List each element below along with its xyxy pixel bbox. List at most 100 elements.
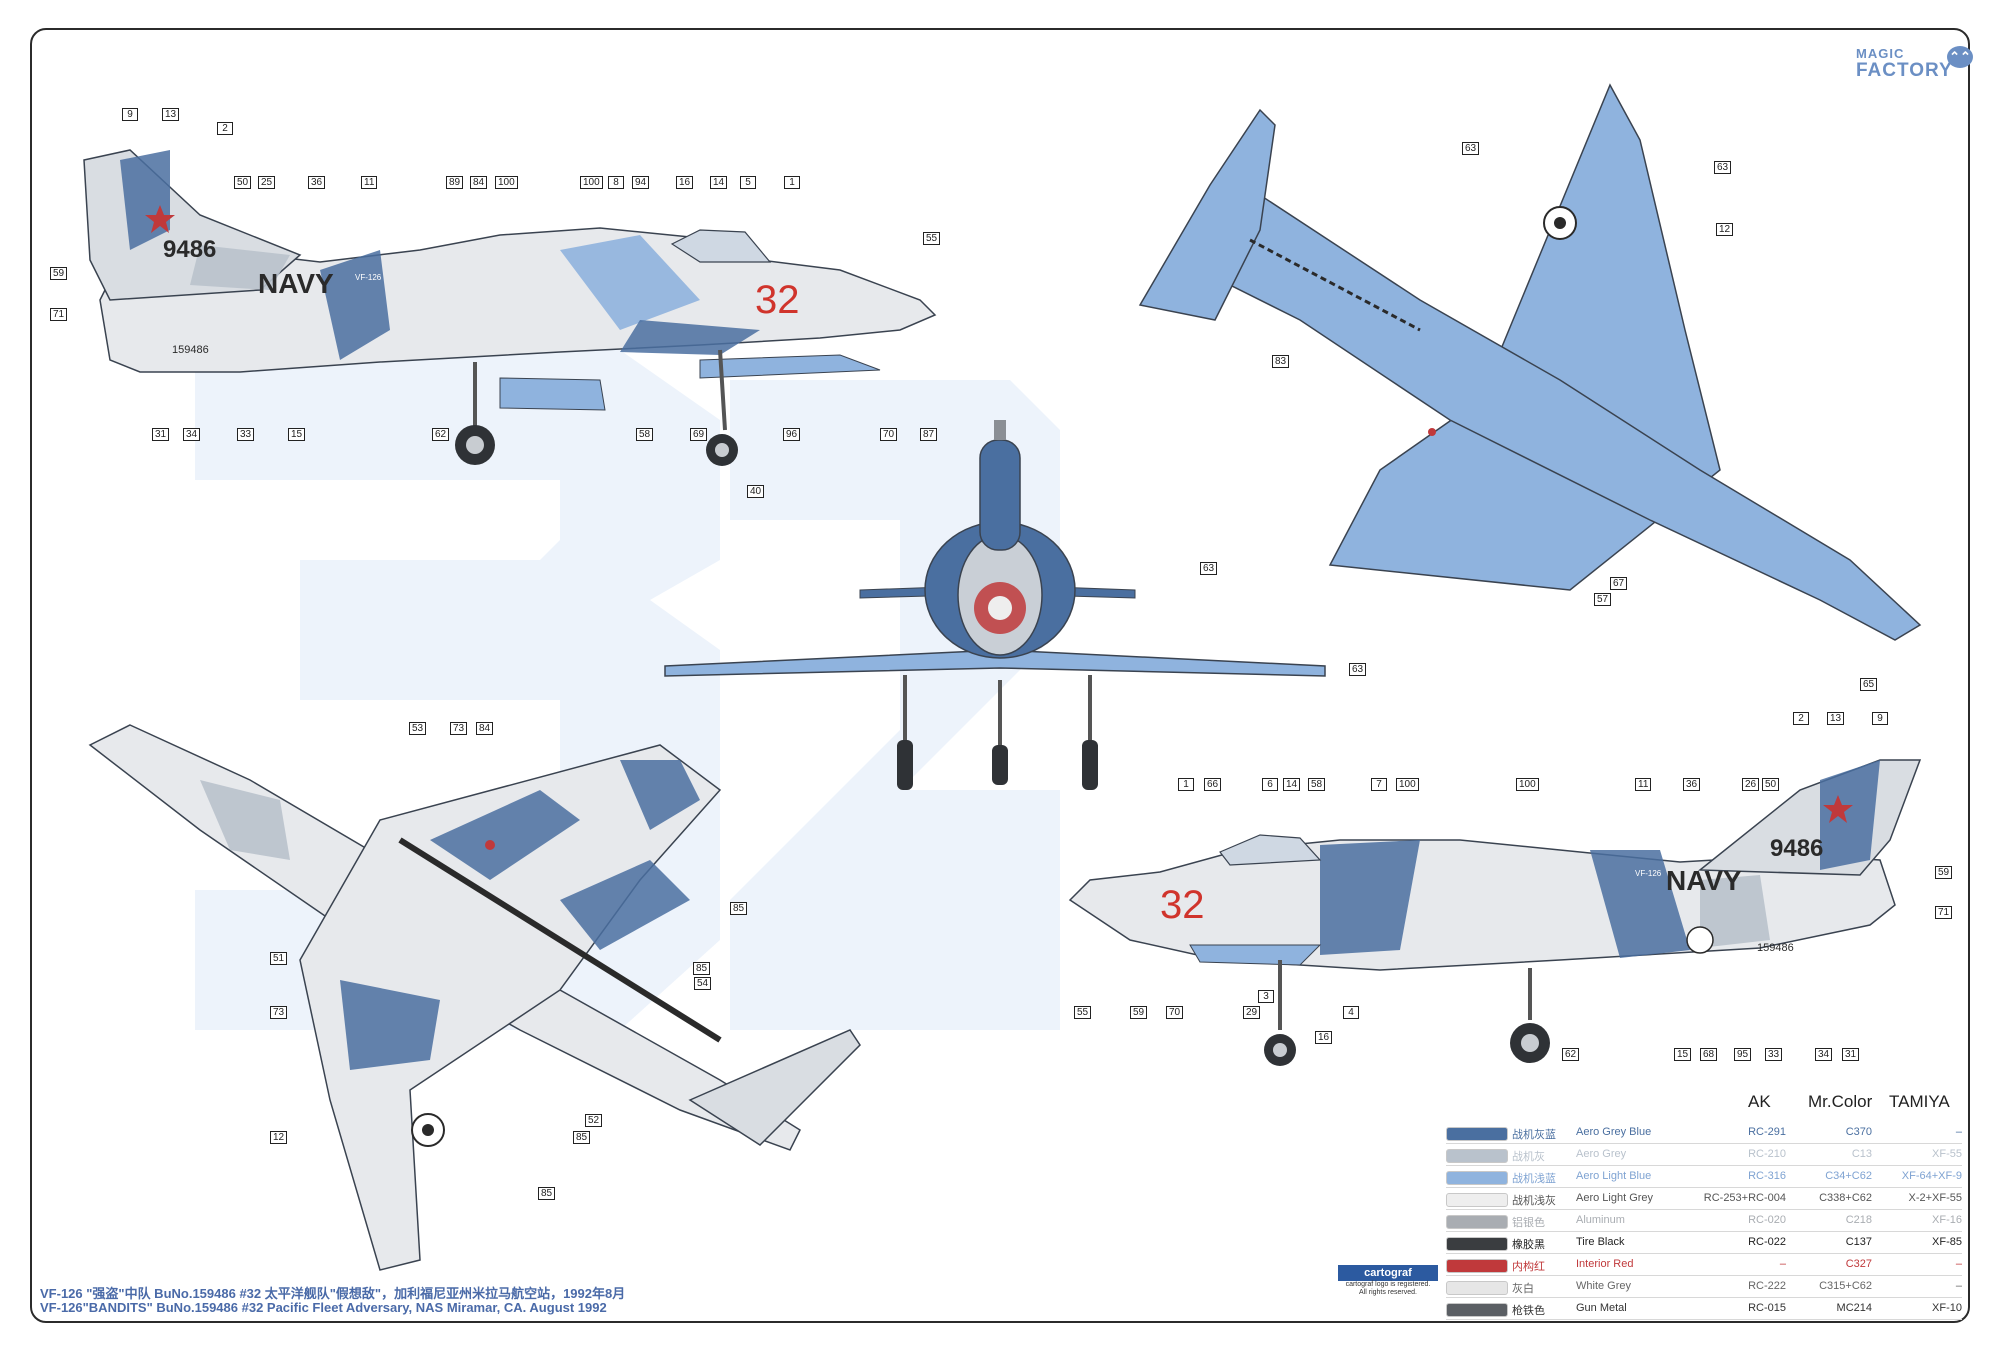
legend-swatch [1446,1215,1508,1229]
cartograf-name: cartograf [1338,1265,1438,1281]
legend-rule [1446,1143,1962,1144]
callout-tag: 84 [476,722,494,735]
legend-swatch [1446,1281,1508,1295]
legend-ak-code: RC-222 [1748,1280,1786,1292]
legend-name-cn: 战机灰 [1512,1151,1545,1163]
legend-rule [1446,1187,1962,1188]
callout-tag: 70 [880,428,898,441]
left-bureau-number: 159486 [172,344,209,356]
callout-tag: 85 [538,1187,556,1200]
right-side-profile [1068,759,1922,1066]
legend-header-mrcolor: Mr.Color [1808,1092,1873,1111]
left-side-profile [83,149,937,466]
legend-swatch [1446,1193,1508,1207]
legend-rule [1446,1253,1962,1254]
callout-tag: 73 [450,722,468,735]
legend-rule [1446,1319,1962,1320]
cartograf-note1: cartograf logo is registered. [1345,1281,1431,1288]
callout-tag: 85 [573,1131,591,1144]
callout-tag: 1 [784,176,800,189]
callout-tag: 59 [1935,866,1953,879]
legend-swatch [1446,1237,1508,1251]
callout-tag: 55 [1074,1006,1092,1019]
callout-tag: 85 [693,962,711,975]
legend-swatch [1446,1303,1508,1317]
callout-tag: 15 [288,428,306,441]
callout-tag: 71 [1935,906,1953,919]
legend-swatch [1446,1259,1508,1273]
legend-name-cn: 战机灰蓝 [1512,1129,1556,1141]
legend-name-cn: 铝银色 [1512,1217,1545,1229]
legend-rule [1446,1275,1962,1276]
callout-tag: 11 [361,176,378,189]
callout-tag: 50 [234,176,252,189]
legend-name-en: Tire Black [1576,1236,1625,1248]
legend-ak-code: RC-253+RC-004 [1703,1192,1786,1204]
callout-tag: 63 [1462,142,1480,155]
callout-tag: 34 [1815,1048,1833,1061]
callout-tag: 94 [632,176,650,189]
legend-tamiya-code: XF-55 [1932,1148,1962,1160]
legend-swatch [1446,1171,1508,1185]
left-navy-marking: NAVY [258,268,334,299]
top-view [1138,83,1922,641]
callout-tag: 51 [270,952,288,965]
callout-tag: 62 [432,428,450,441]
legend-mrcolor-code: C370 [1845,1126,1872,1138]
legend-name-en: Gun Metal [1576,1302,1627,1314]
legend-name-cn: 内构红 [1512,1261,1545,1273]
callout-tag: 34 [183,428,201,441]
callout-tag: 4 [1343,1006,1359,1019]
right-tail-number: 9486 [1770,835,1823,862]
legend-mrcolor-code: MC214 [1836,1302,1872,1314]
legend-name-cn: 橡胶黑 [1512,1239,1545,1251]
callout-tag: 100 [580,176,603,189]
legend-rule [1446,1231,1962,1232]
legend-tamiya-code: XF-64+XF-9 [1901,1170,1962,1182]
callout-tag: 62 [1562,1048,1580,1061]
legend-mrcolor-code: C327 [1845,1258,1872,1270]
caption-english: VF-126"BANDITS" BuNo.159486 #32 Pacific … [40,1300,607,1315]
left-squadron-code: VF-126 [355,273,382,282]
legend-ak-code: – [1779,1258,1786,1270]
callout-tag: 3 [1258,990,1274,1003]
callout-tag: 83 [1272,355,1290,368]
right-bureau-number: 159486 [1757,942,1794,954]
legend-mrcolor-code: C218 [1845,1214,1872,1226]
legend-tamiya-code: X-2+XF-55 [1908,1192,1963,1204]
legend-tamiya-code: – [1955,1126,1962,1138]
right-squadron-code: VF-126 [1635,869,1662,878]
legend-rule [1446,1209,1962,1210]
callout-tag: 14 [710,176,728,189]
callout-tag: 58 [1308,778,1326,791]
legend-name-cn: 灰白 [1512,1283,1534,1295]
callout-tag: 59 [1130,1006,1148,1019]
callout-tag: 63 [1200,562,1218,575]
callout-tag: 100 [1516,778,1539,791]
callout-tag: 55 [923,232,941,245]
callout-tag: 16 [676,176,694,189]
legend-mrcolor-code: C137 [1845,1236,1872,1248]
callout-tag: 89 [446,176,464,189]
legend-tamiya-code: XF-85 [1932,1236,1962,1248]
callout-tag: 100 [495,176,518,189]
callout-tag: 15 [1674,1048,1692,1061]
legend-name-en: White Grey [1576,1280,1632,1292]
callout-tag: 67 [1610,577,1628,590]
callout-tag: 6 [1262,778,1278,791]
callout-tag: 66 [1204,778,1222,791]
callout-tag: 5 [740,176,756,189]
callout-tag: 36 [308,176,326,189]
callout-tag: 9 [1872,712,1888,725]
callout-tag: 13 [162,108,180,121]
legend-ak-code: RC-291 [1748,1126,1786,1138]
legend-swatch [1446,1127,1508,1141]
callout-tag: 7 [1371,778,1387,791]
callout-tag: 63 [1714,161,1732,174]
bottom-view [88,724,861,1271]
